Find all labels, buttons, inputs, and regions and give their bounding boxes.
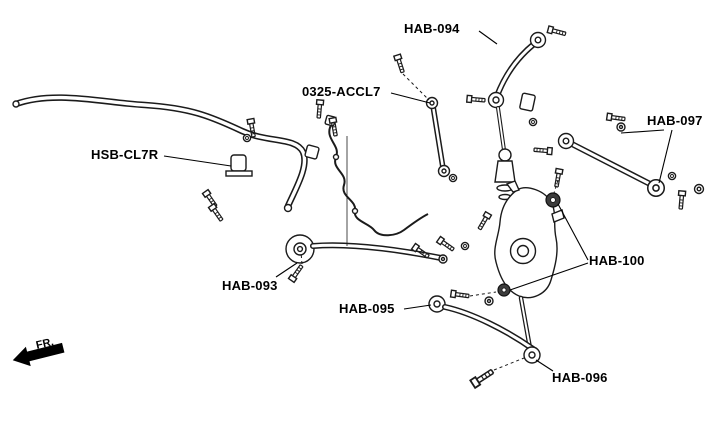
part-label-hab-094: HAB-094 <box>404 21 460 36</box>
bolt-icon <box>605 112 627 124</box>
abs-sensor-wire <box>324 114 429 237</box>
nut-icon <box>460 241 470 251</box>
nut-icon <box>667 171 677 181</box>
stabilizer-end-link <box>425 96 458 183</box>
assembly-lines <box>300 73 559 371</box>
stabilizer-bushing-bracket <box>225 144 320 177</box>
bolt-icon <box>676 190 687 210</box>
bolt-icon <box>475 211 493 232</box>
trailing-arm <box>285 234 448 264</box>
bolt-icon <box>469 366 496 389</box>
leader-lines <box>163 30 673 372</box>
bolt-icon <box>533 145 553 156</box>
part-label-hab-093: HAB-093 <box>222 278 278 293</box>
nut-icon <box>528 117 538 127</box>
nut-icon <box>448 173 458 183</box>
bushing-icon <box>646 178 666 198</box>
bolt-icon <box>435 235 456 254</box>
bolt-icon <box>546 25 568 38</box>
nut-icon <box>242 133 252 143</box>
bolt-icon <box>393 53 407 75</box>
front-direction-arrow-icon <box>12 342 65 367</box>
ball-joint <box>494 106 516 201</box>
bolt-icon <box>314 99 325 119</box>
upper-arm <box>487 31 547 127</box>
part-label-0325-accl7: 0325-ACCL7 <box>302 84 381 99</box>
bolt-icon <box>552 167 564 189</box>
part-label-hab-095: HAB-095 <box>339 301 395 316</box>
upper-lateral-arm <box>557 122 705 198</box>
part-label-hab-097: HAB-097 <box>647 113 703 128</box>
bolt-icons <box>201 25 687 389</box>
stabilizer-bar <box>12 94 308 213</box>
knuckle <box>484 180 565 351</box>
part-label-hsb-cl7r: HSB-CL7R <box>91 147 159 162</box>
bolt-icon <box>466 94 486 105</box>
bolt-icon <box>207 202 226 223</box>
lower-arm <box>428 295 541 364</box>
bolt-icon <box>449 289 471 301</box>
part-label-hab-096: HAB-096 <box>552 370 608 385</box>
bushing-icon <box>529 31 547 49</box>
bushing-icon <box>557 132 575 150</box>
part-label-hab-100: HAB-100 <box>589 253 645 268</box>
